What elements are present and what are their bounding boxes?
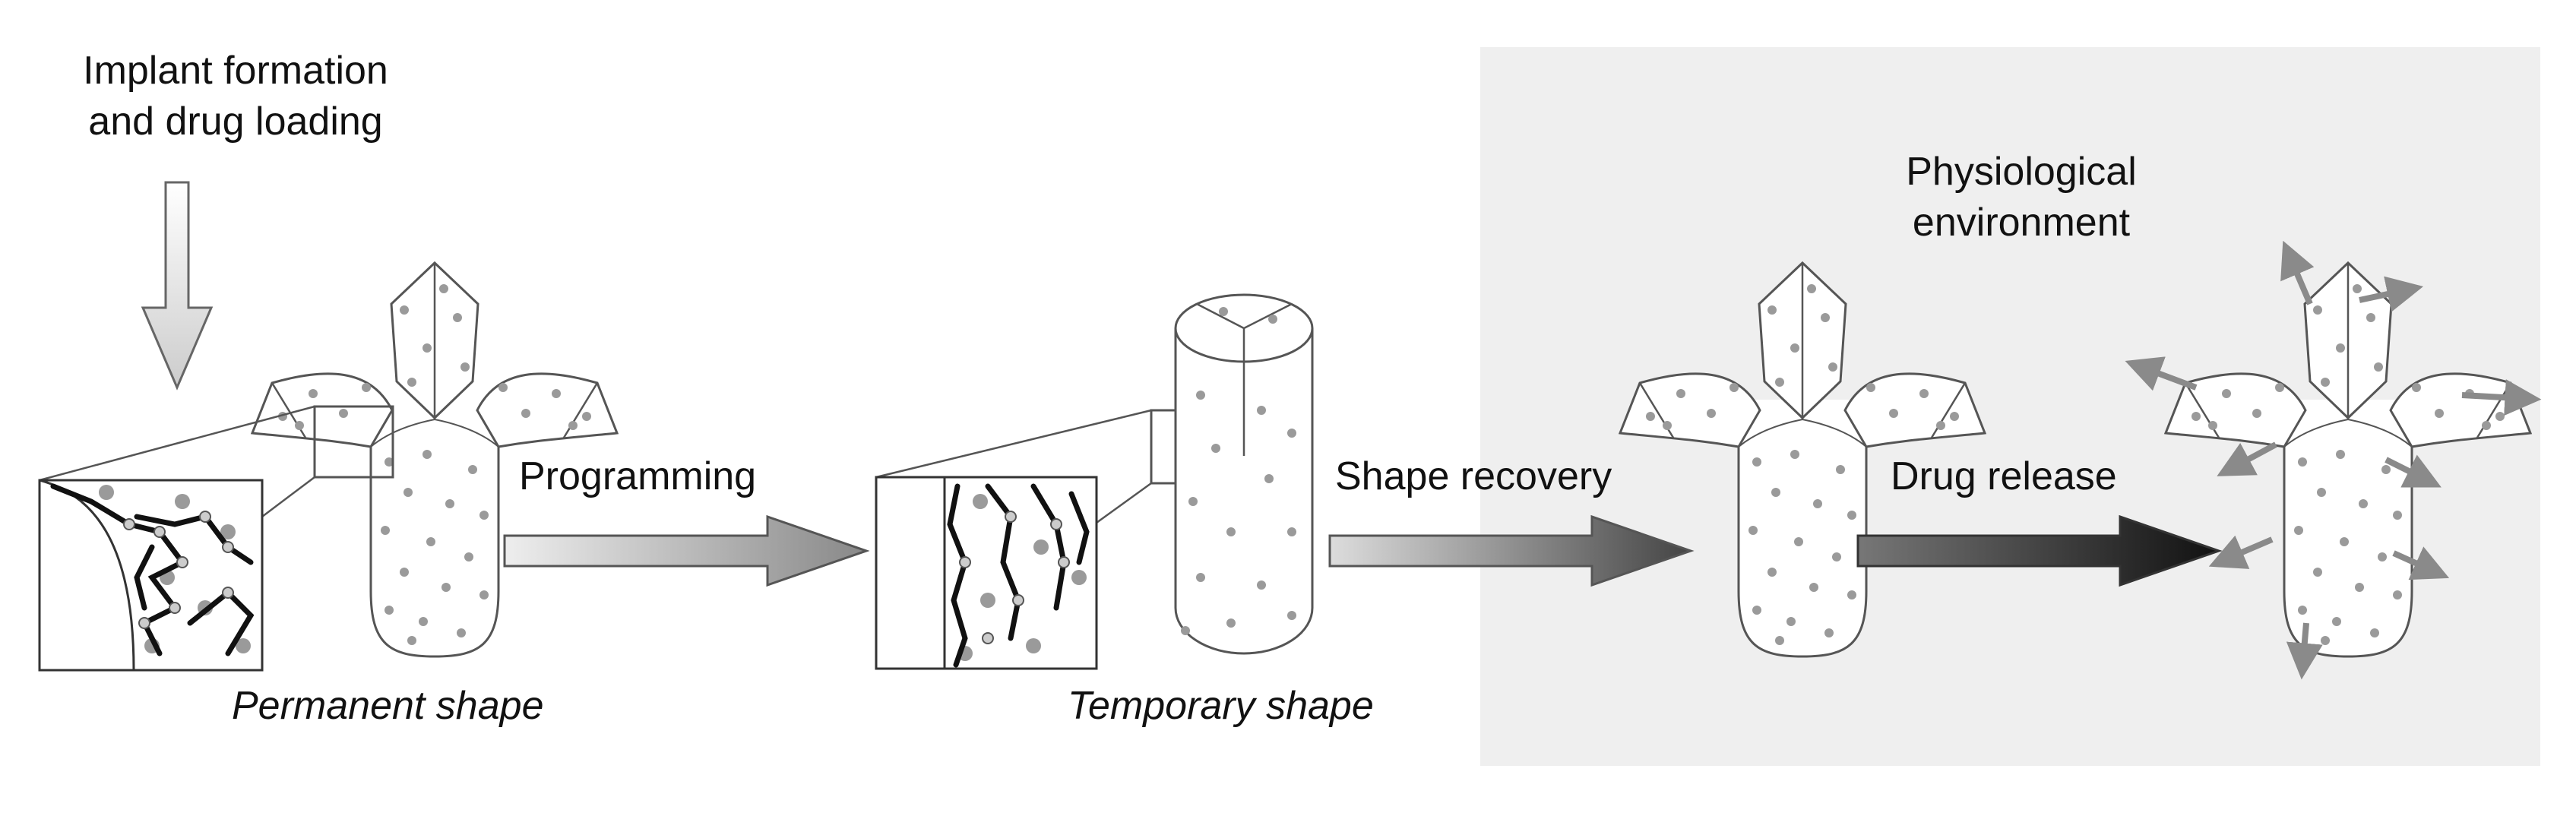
programming-label: Programming (519, 454, 757, 498)
physiological-environment-label: Physiological environment (1809, 147, 2234, 248)
programming-arrow-icon (503, 514, 870, 587)
implant-label-line1: Implant formation (83, 49, 388, 93)
down-arrow-icon (141, 181, 214, 391)
implant-formation-label: Implant formation and drug loading (30, 46, 441, 147)
shape-recovery-arrow-icon (1328, 514, 1695, 587)
permanent-shape-label: Permanent shape (232, 684, 544, 728)
shape-recovery-label: Shape recovery (1335, 454, 1612, 498)
temporary-network-inset (875, 409, 1233, 670)
physio-label-line1: Physiological (1906, 150, 2137, 194)
permanent-network-inset (38, 405, 394, 672)
cylinder-implant-icon (1174, 293, 1314, 655)
implant-label-line2: and drug loading (88, 99, 383, 144)
release-arrows-icon (2125, 240, 2542, 680)
drug-release-label: Drug release (1891, 454, 2117, 498)
temporary-shape-label: Temporary shape (1068, 684, 1374, 728)
drug-release-arrow-icon (1856, 514, 2223, 587)
physio-label-line2: environment (1912, 200, 2131, 245)
